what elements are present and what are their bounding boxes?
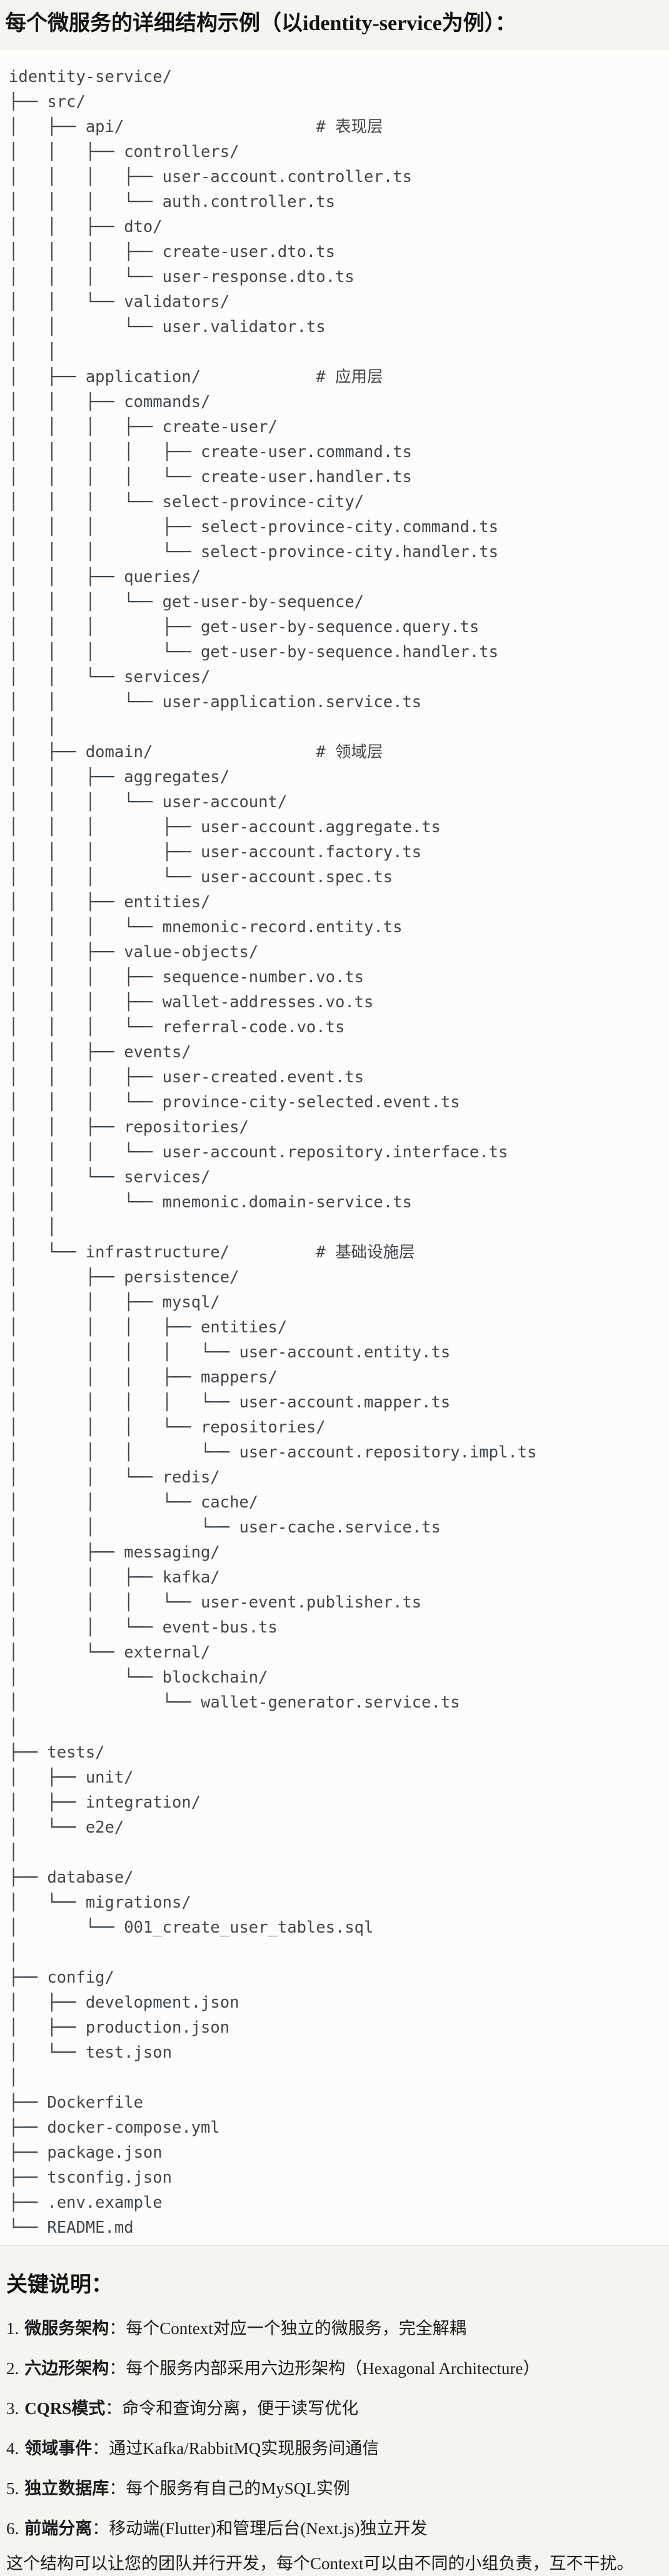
- note-text: ：通过Kafka/RabbitMQ实现服务间通信: [92, 2439, 380, 2458]
- note-item-1: 1. 微服务架构：每个Context对应一个独立的微服务，完全解耦: [6, 2316, 661, 2341]
- note-item-5: 5. 独立数据库：每个服务有自己的MySQL实例: [6, 2476, 661, 2501]
- note-label: 六边形架构: [24, 2359, 109, 2378]
- notes-section: 关键说明： 1. 微服务架构：每个Context对应一个独立的微服务，完全解耦 2…: [0, 2271, 669, 2576]
- note-number: 2.: [6, 2359, 19, 2378]
- document-title: 每个微服务的详细结构示例（以identity-service为例）：: [5, 12, 516, 35]
- note-text: ：每个Context对应一个独立的微服务，完全解耦: [109, 2319, 466, 2338]
- note-label: 微服务架构: [24, 2319, 109, 2338]
- notes-heading: 关键说明：: [6, 2273, 113, 2297]
- note-label: 前端分离: [24, 2519, 93, 2538]
- note-item-6: 6. 前端分离：移动端(Flutter)和管理后台(Next.js)独立开发: [6, 2516, 661, 2541]
- notes-footer: 这个结构可以让您的团队并行开发，每个Context可以由不同的小组负责，互不干扰…: [6, 2554, 634, 2573]
- note-number: 3.: [6, 2399, 19, 2418]
- directory-tree: identity-service/ ├── src/ │ ├── api/ # …: [9, 68, 537, 2237]
- note-number: 5.: [6, 2479, 19, 2498]
- note-item-2: 2. 六边形架构：每个服务内部采用六边形架构（Hexagonal Architec…: [6, 2356, 661, 2381]
- note-item-4: 4. 领域事件：通过Kafka/RabbitMQ实现服务间通信: [6, 2436, 661, 2461]
- note-text: ：移动端(Flutter)和管理后台(Next.js)独立开发: [92, 2519, 428, 2538]
- note-label: CQRS模式: [24, 2399, 106, 2418]
- note-label: 领域事件: [24, 2439, 93, 2458]
- note-number: 1.: [6, 2319, 19, 2338]
- note-number: 6.: [6, 2519, 19, 2538]
- code-block: identity-service/ ├── src/ │ ├── api/ # …: [0, 49, 669, 2246]
- note-label: 独立数据库: [24, 2479, 109, 2498]
- note-number: 4.: [6, 2439, 19, 2458]
- note-text: ：每个服务内部采用六边形架构（Hexagonal Architecture）: [109, 2359, 540, 2378]
- note-text: ：每个服务有自己的MySQL实例: [109, 2479, 350, 2498]
- note-text: ：命令和查询分离，便于读写优化: [105, 2399, 359, 2418]
- note-item-3: 3. CQRS模式：命令和查询分离，便于读写优化: [6, 2396, 661, 2421]
